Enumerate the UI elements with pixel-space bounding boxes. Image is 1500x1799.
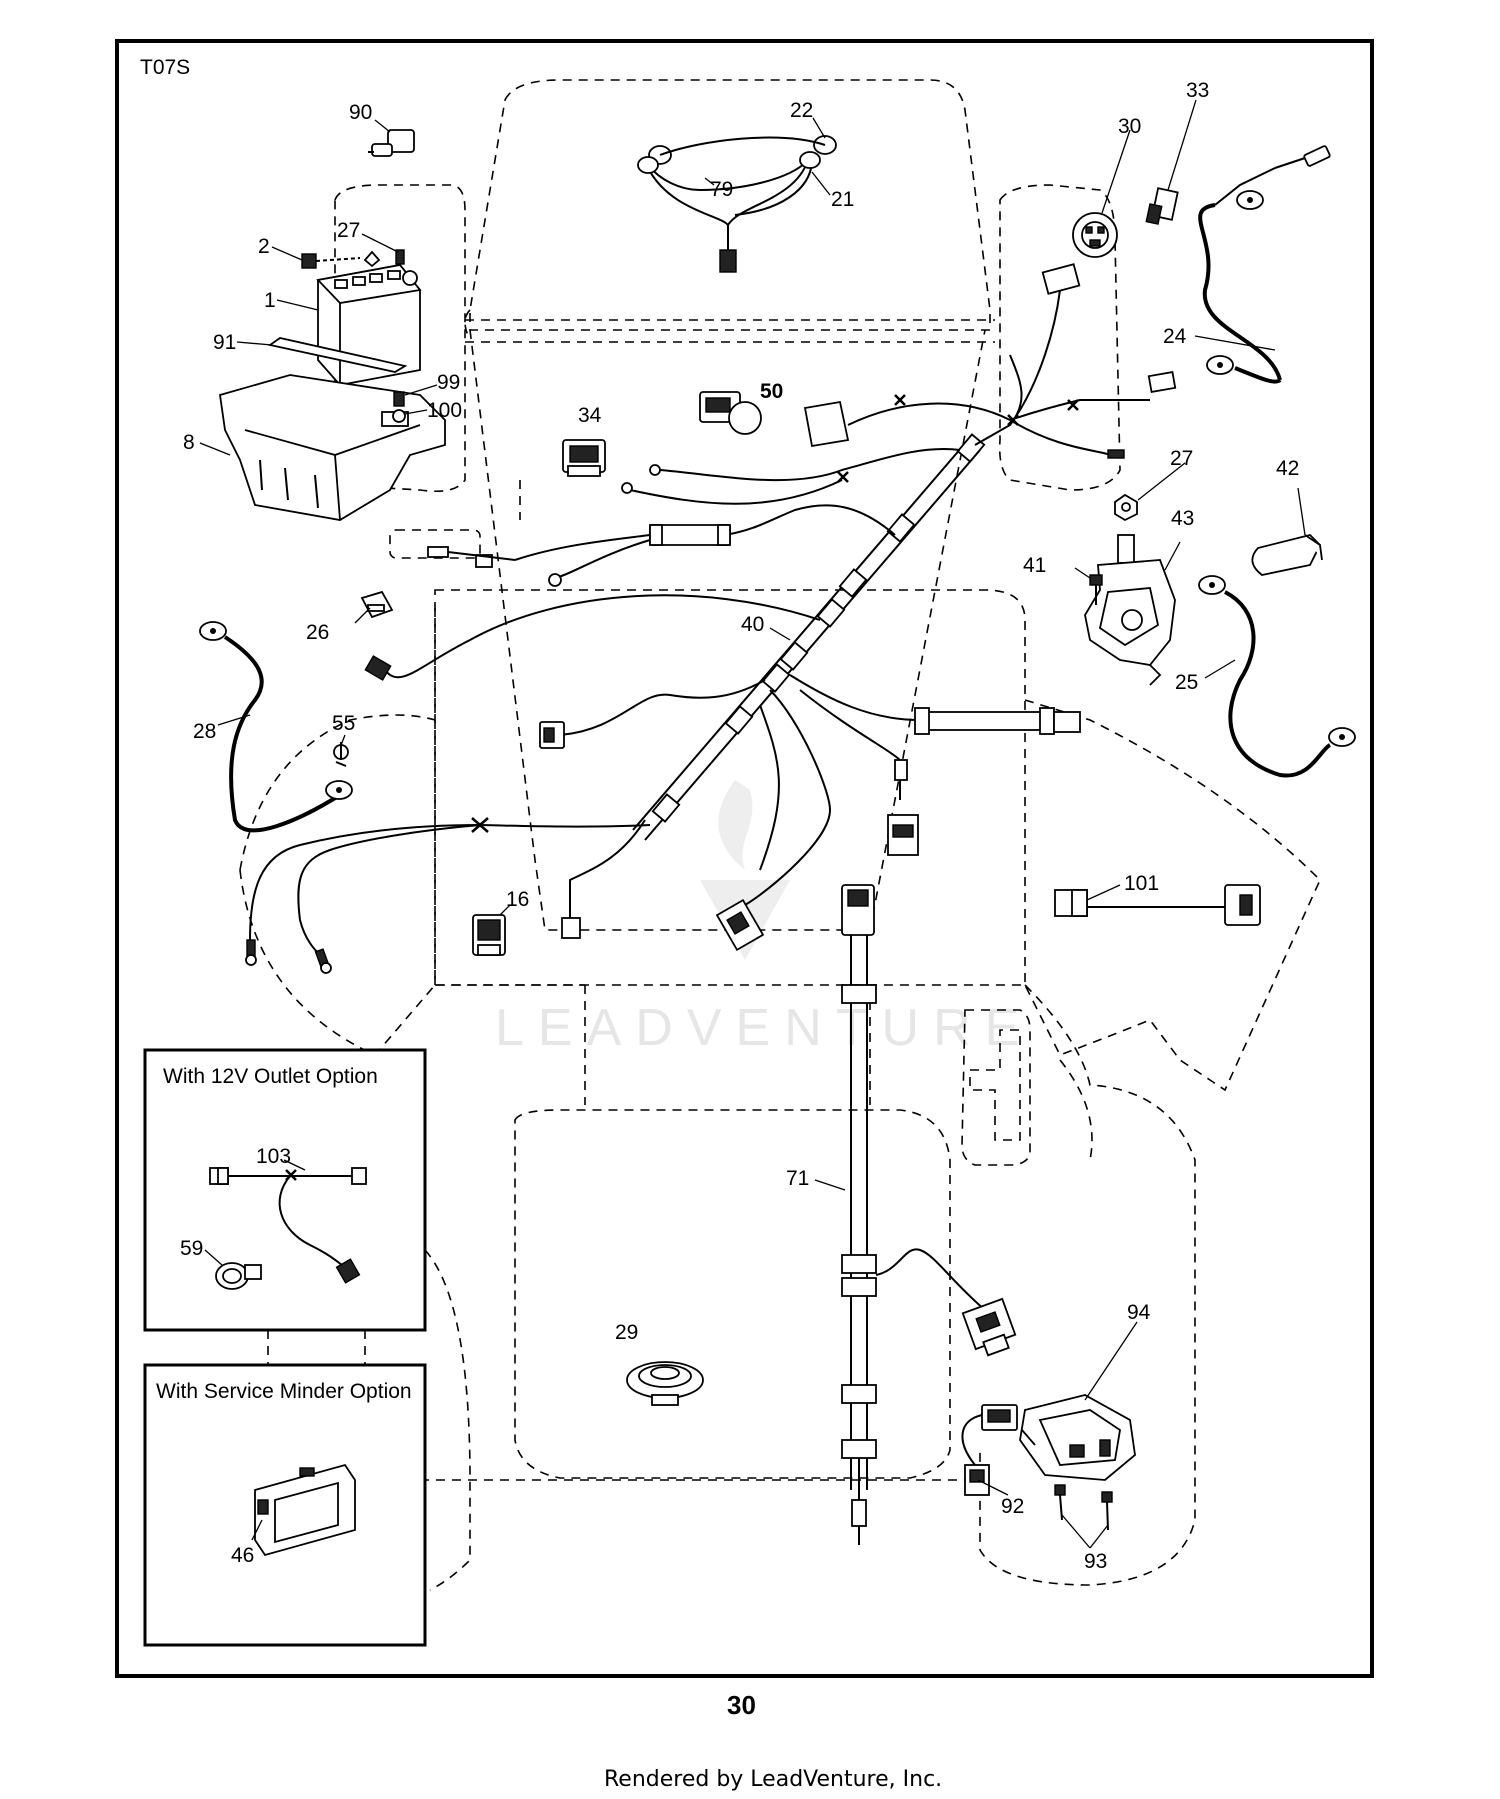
part-21-headlight-harness [637, 135, 837, 273]
callout-40: 40 [741, 613, 764, 636]
part-29-grommet [626, 1361, 704, 1406]
diagram-frame [115, 39, 1374, 1678]
part-25-cable [1198, 575, 1356, 778]
callout-27-solenoid: 27 [1170, 447, 1193, 470]
callout-55: 55 [332, 712, 355, 735]
callout-1: 1 [264, 289, 276, 312]
callout-79: 79 [710, 178, 733, 201]
part-34-switch [562, 439, 606, 477]
part-decal [803, 400, 850, 448]
part-28-cable [199, 621, 353, 833]
callout-50: 50 [760, 380, 783, 403]
part-24-cable [1198, 145, 1331, 384]
callout-28: 28 [193, 720, 216, 743]
callout-42: 42 [1276, 457, 1299, 480]
callout-101: 101 [1124, 872, 1159, 895]
callout-33: 33 [1186, 79, 1209, 102]
callout-labels: 90 22 79 21 30 33 27 2 1 91 99 100 8 34 … [180, 79, 1299, 1573]
inset-service-minder-title: With Service Minder Option [156, 1380, 412, 1403]
part-42-boot [1251, 534, 1323, 576]
callout-26: 26 [306, 621, 329, 644]
part-93-screws [1054, 1484, 1113, 1531]
part-41-bolt [1089, 574, 1103, 605]
footer-credit: Rendered by LeadVenture, Inc. [604, 1767, 942, 1792]
tractor-outline [239, 79, 1321, 1591]
diagram-code: T07S [140, 56, 190, 79]
callout-99: 99 [437, 371, 460, 394]
inset-12v-outlet: With 12V Outlet Option [143, 1048, 427, 1332]
callout-24: 24 [1163, 325, 1187, 348]
part-2-bolt [301, 249, 405, 269]
callout-46: 46 [231, 1544, 254, 1567]
callout-71: 71 [786, 1167, 809, 1190]
part-50-switch [699, 391, 762, 435]
callout-2: 2 [258, 235, 270, 258]
watermark-text: LEADVENTURE [495, 999, 1033, 1057]
callout-16: 16 [506, 888, 529, 911]
callout-21: 21 [831, 188, 854, 211]
part-92-connector [961, 1404, 1018, 1496]
part-99-screw [392, 391, 406, 423]
callout-30: 30 [1118, 115, 1141, 138]
callout-43: 43 [1171, 507, 1194, 530]
part-43-solenoid [1084, 493, 1176, 686]
part-94-module [1019, 1394, 1136, 1481]
callout-93: 93 [1084, 1550, 1107, 1573]
part-71-harness [841, 884, 1017, 1545]
part-26-fuse [360, 590, 394, 619]
callout-22: 22 [790, 99, 813, 122]
inset-service-minder: With Service Minder Option [143, 1363, 427, 1647]
callout-94: 94 [1127, 1301, 1151, 1324]
callout-27-battery: 27 [337, 219, 360, 242]
callout-91: 91 [213, 331, 236, 354]
part-8-battery-tray [218, 374, 446, 521]
part-101-harness [1054, 884, 1261, 926]
callout-92: 92 [1001, 1495, 1024, 1518]
watermark: LEADVENTURE [495, 780, 1033, 1057]
page-number: 30 [727, 1690, 756, 1720]
callout-34: 34 [578, 404, 602, 427]
part-16-relay [472, 914, 506, 956]
callout-59: 59 [180, 1237, 203, 1260]
part-33-key [1145, 187, 1179, 225]
part-30-ignition-switch [1072, 212, 1118, 258]
callout-100: 100 [427, 399, 462, 422]
leader-lines [199, 99, 1306, 1549]
part-40-main-harness [245, 263, 1177, 974]
callout-103: 103 [256, 1145, 291, 1168]
callout-25: 25 [1175, 671, 1198, 694]
callout-90: 90 [349, 101, 372, 124]
callout-41: 41 [1023, 554, 1046, 577]
part-90-connector [368, 129, 415, 157]
inset-12v-outlet-title: With 12V Outlet Option [163, 1065, 378, 1088]
callout-8: 8 [183, 431, 195, 454]
part-91-strap [267, 337, 408, 373]
callout-29: 29 [615, 1321, 638, 1344]
part-55-screw [333, 742, 349, 767]
